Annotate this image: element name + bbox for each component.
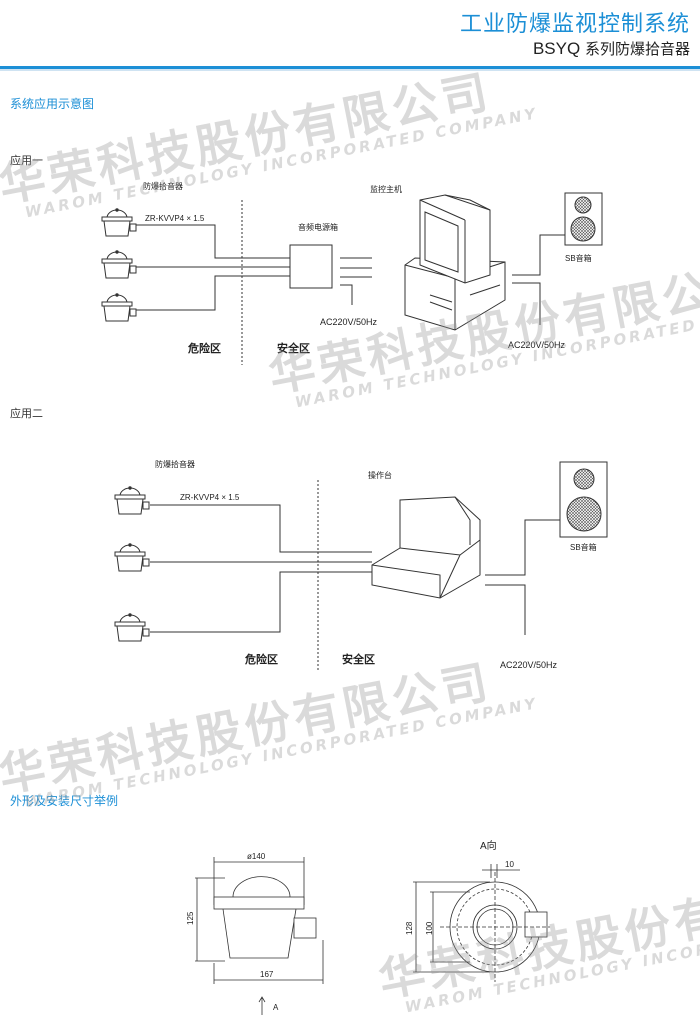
sensor-icon	[101, 208, 137, 237]
hazard-zone-label: 危险区	[187, 341, 221, 355]
console-icon	[371, 496, 481, 599]
application-2-diagram: 防爆拾音器 ZR-KVVP4 × 1.5 操作台 AC220V/50Hz SB音…	[114, 459, 608, 672]
sensor-icon	[114, 613, 150, 642]
front-view-drawing: A向 10 128 100	[405, 839, 550, 982]
section-heading-dimensions: 外形及安装尺寸举例	[10, 794, 119, 808]
page-title: 工业防爆监视控制系统	[459, 12, 690, 37]
computer-icon	[404, 194, 506, 331]
speaker-label: SB音箱	[565, 253, 592, 263]
height-label: 125	[186, 911, 195, 925]
outer-height-label: 128	[405, 921, 414, 935]
view-label: A向	[480, 839, 497, 852]
header-divider-shadow	[0, 69, 700, 71]
cable-label: ZR-KVVP4 × 1.5	[180, 493, 240, 502]
power-box-lines	[340, 257, 372, 305]
speaker-label: SB音箱	[570, 542, 597, 552]
application-2-label: 应用二	[10, 407, 43, 420]
application-1-label: 应用一	[10, 154, 43, 167]
host-lines	[512, 234, 565, 325]
sensor-label: 防爆拾音器	[155, 459, 195, 469]
sensor-icon	[101, 293, 137, 322]
power-label: AC220V/50Hz	[320, 317, 378, 327]
product-code: BSYQ	[532, 39, 581, 58]
sensor-cables	[136, 224, 290, 311]
sensor-icon	[101, 250, 137, 279]
view-arrow-label: A	[273, 1003, 279, 1012]
slot-label: 10	[505, 860, 514, 869]
side-view-drawing: ø140 125 167 A	[186, 852, 324, 1015]
section-heading-application: 系统应用示意图	[10, 97, 95, 111]
power-box	[289, 244, 333, 289]
cable-label: ZR-KVVP4 × 1.5	[145, 214, 205, 223]
page-subtitle: BSYQ 系列防爆拾音器	[533, 38, 690, 59]
host-power-label: AC220V/50Hz	[508, 340, 566, 350]
diameter-label: ø140	[247, 852, 266, 861]
safe-zone-label: 安全区	[342, 652, 375, 666]
console-label: 操作台	[368, 470, 392, 480]
header-divider	[0, 66, 700, 69]
hazard-zone-label: 危险区	[244, 652, 278, 666]
sensor-icon	[114, 543, 150, 572]
width-label: 167	[260, 970, 274, 979]
safe-zone-label: 安全区	[277, 341, 310, 355]
power-label: AC220V/50Hz	[500, 660, 558, 670]
host-label: 监控主机	[370, 184, 402, 194]
application-1-diagram: 防爆拾音器 ZR-KVVP4 × 1.5 音频电源箱 AC220V/50Hz 监…	[101, 181, 603, 365]
product-name: 系列防爆拾音器	[584, 40, 690, 58]
speaker-icon	[559, 461, 608, 538]
speaker-icon	[564, 192, 603, 246]
sensor-label: 防爆拾音器	[143, 181, 183, 191]
console-lines	[485, 519, 560, 635]
power-box-label: 音频电源箱	[298, 222, 338, 232]
sensor-cables	[150, 504, 372, 633]
sensor-icon	[114, 486, 150, 515]
inner-height-label: 100	[425, 921, 434, 935]
